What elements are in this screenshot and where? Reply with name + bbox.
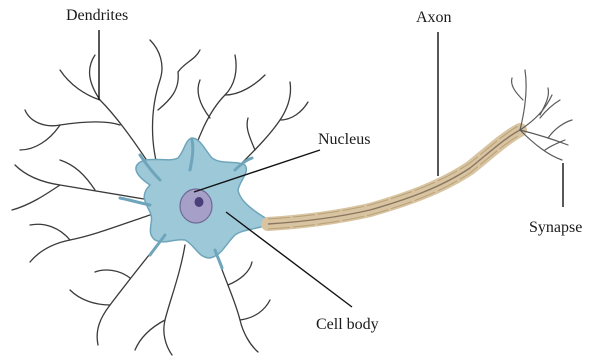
axon	[268, 125, 520, 229]
nucleus-label: Nucleus	[318, 131, 370, 149]
synapse-label: Synapse	[529, 219, 582, 237]
dendrites-label: Dendrites	[66, 7, 128, 25]
axon-terminals	[512, 70, 572, 160]
nucleus	[180, 189, 212, 223]
axon-label: Axon	[416, 9, 452, 27]
cell-body-label: Cell body	[316, 316, 379, 334]
